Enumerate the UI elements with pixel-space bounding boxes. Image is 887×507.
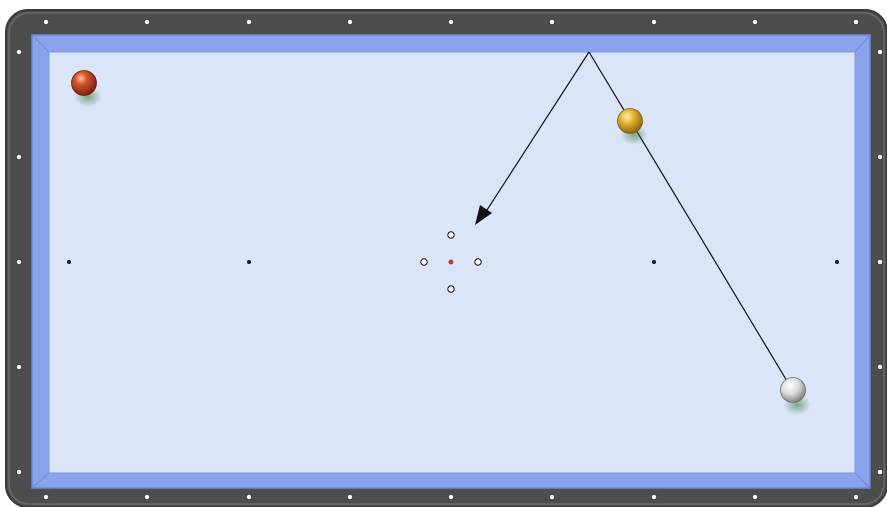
rail-diamond-left-1 <box>16 154 21 159</box>
rail-diamond-top-1 <box>144 19 149 24</box>
rail-diamond-bottom-7 <box>752 494 757 499</box>
spot-center-right <box>475 259 481 265</box>
rail-diamond-top-8 <box>853 19 858 24</box>
spot-left-end <box>67 260 71 264</box>
rail-diamond-right-1 <box>877 154 882 159</box>
spot-center-bottom <box>448 286 454 292</box>
spot-center-left <box>421 259 427 265</box>
rail-diamond-left-2 <box>16 259 21 264</box>
rail-diamond-bottom-8 <box>853 494 858 499</box>
rail-diamond-top-0 <box>43 19 48 24</box>
spot-right-end <box>835 260 839 264</box>
rail-diamond-right-4 <box>877 469 882 474</box>
rail-diamond-top-3 <box>347 19 352 24</box>
spot-right-quarter <box>652 260 656 264</box>
spot-center <box>449 260 454 265</box>
rail-diamond-right-0 <box>877 49 882 54</box>
rail-diamond-top-6 <box>651 19 656 24</box>
spot-center-top <box>448 232 454 238</box>
rail-diamond-bottom-0 <box>43 494 48 499</box>
rail-diamond-left-0 <box>16 49 21 54</box>
spot-left-quarter <box>247 260 251 264</box>
rail-diamond-bottom-1 <box>144 494 149 499</box>
rail-diamond-right-2 <box>877 259 882 264</box>
rail-diamond-left-3 <box>16 364 21 369</box>
rail-diamond-left-4 <box>16 469 21 474</box>
rail-diamond-bottom-2 <box>246 494 251 499</box>
rail-diamond-bottom-4 <box>448 494 453 499</box>
rail-diamond-top-2 <box>246 19 251 24</box>
rail-diamond-bottom-5 <box>549 494 554 499</box>
rail-diamond-right-3 <box>877 364 882 369</box>
rail-diamond-bottom-3 <box>347 494 352 499</box>
rail-diamond-top-7 <box>752 19 757 24</box>
rail-diamond-top-4 <box>448 19 453 24</box>
rail-diamond-top-5 <box>549 19 554 24</box>
rail-diamond-bottom-6 <box>651 494 656 499</box>
